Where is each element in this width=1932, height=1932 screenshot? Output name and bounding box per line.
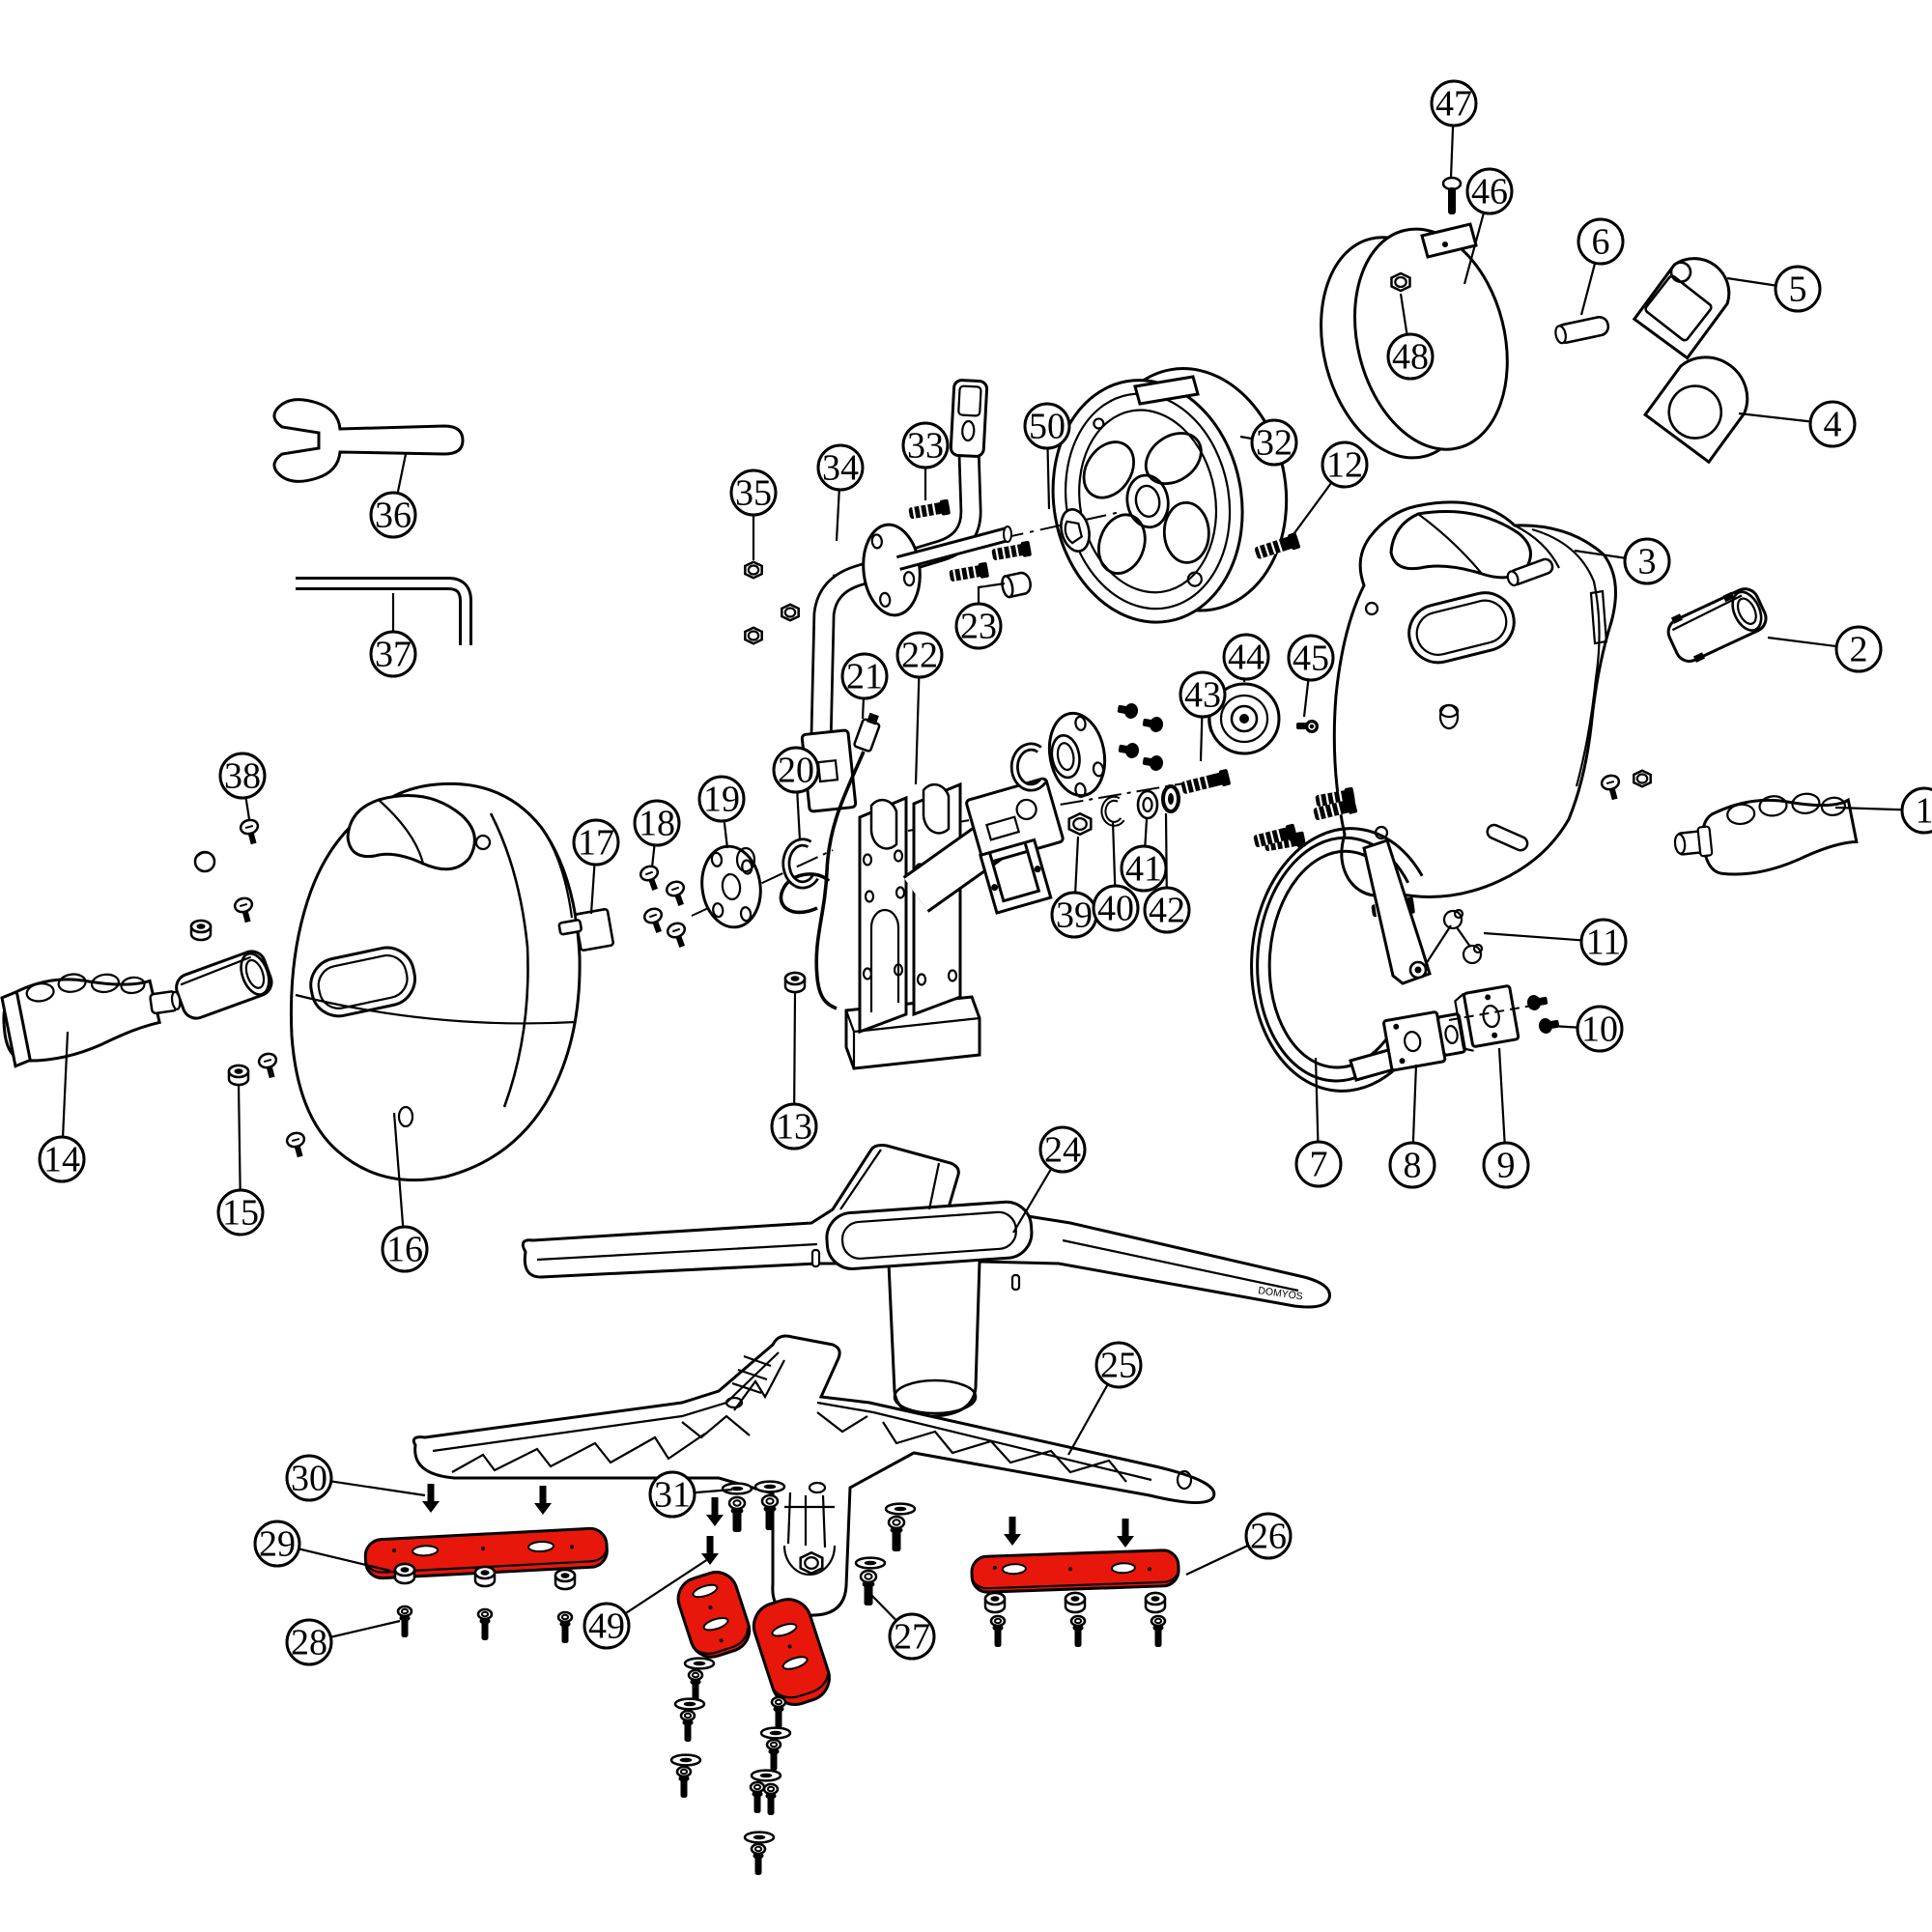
svg-text:37: 37 <box>375 635 412 675</box>
svg-text:14: 14 <box>43 1140 80 1180</box>
svg-text:19: 19 <box>703 780 740 820</box>
svg-text:23: 23 <box>960 607 997 647</box>
svg-text:21: 21 <box>846 657 883 697</box>
svg-text:6: 6 <box>1592 222 1610 263</box>
svg-text:36: 36 <box>375 496 412 536</box>
svg-text:26: 26 <box>1250 1517 1287 1557</box>
svg-text:22: 22 <box>901 636 938 676</box>
svg-text:32: 32 <box>1256 423 1293 464</box>
svg-text:48: 48 <box>1392 337 1429 378</box>
svg-text:49: 49 <box>588 1606 625 1647</box>
svg-text:13: 13 <box>776 1107 812 1148</box>
svg-text:46: 46 <box>1471 172 1508 213</box>
svg-text:5: 5 <box>1789 270 1807 310</box>
svg-text:24: 24 <box>1044 1130 1081 1171</box>
svg-text:45: 45 <box>1293 639 1329 679</box>
svg-text:41: 41 <box>1125 849 1162 890</box>
svg-text:34: 34 <box>822 448 859 489</box>
svg-text:47: 47 <box>1435 84 1472 125</box>
svg-text:16: 16 <box>386 1230 423 1270</box>
svg-text:27: 27 <box>894 1617 930 1658</box>
svg-text:7: 7 <box>1310 1145 1328 1185</box>
svg-text:39: 39 <box>1056 895 1093 936</box>
svg-text:1: 1 <box>1916 791 1932 832</box>
svg-text:15: 15 <box>222 1193 259 1234</box>
svg-text:2: 2 <box>1850 630 1868 670</box>
svg-text:35: 35 <box>735 473 772 514</box>
svg-text:28: 28 <box>291 1623 327 1663</box>
svg-text:18: 18 <box>639 804 675 844</box>
svg-text:12: 12 <box>1326 445 1363 486</box>
svg-text:9: 9 <box>1497 1146 1516 1186</box>
svg-text:20: 20 <box>778 751 814 791</box>
svg-text:11: 11 <box>1586 923 1622 963</box>
svg-text:29: 29 <box>259 1524 296 1565</box>
svg-text:44: 44 <box>1228 638 1264 678</box>
svg-text:8: 8 <box>1404 1146 1422 1186</box>
svg-text:4: 4 <box>1824 405 1842 445</box>
svg-text:30: 30 <box>291 1459 327 1499</box>
svg-text:38: 38 <box>224 756 261 797</box>
svg-text:33: 33 <box>907 426 944 467</box>
svg-text:50: 50 <box>1029 407 1065 447</box>
svg-text:40: 40 <box>1097 889 1134 929</box>
svg-text:3: 3 <box>1638 542 1657 582</box>
svg-text:31: 31 <box>654 1475 691 1516</box>
svg-text:42: 42 <box>1149 891 1185 931</box>
svg-text:43: 43 <box>1184 675 1221 716</box>
svg-text:10: 10 <box>1581 1009 1618 1050</box>
svg-text:25: 25 <box>1100 1346 1137 1386</box>
svg-text:17: 17 <box>578 823 614 864</box>
